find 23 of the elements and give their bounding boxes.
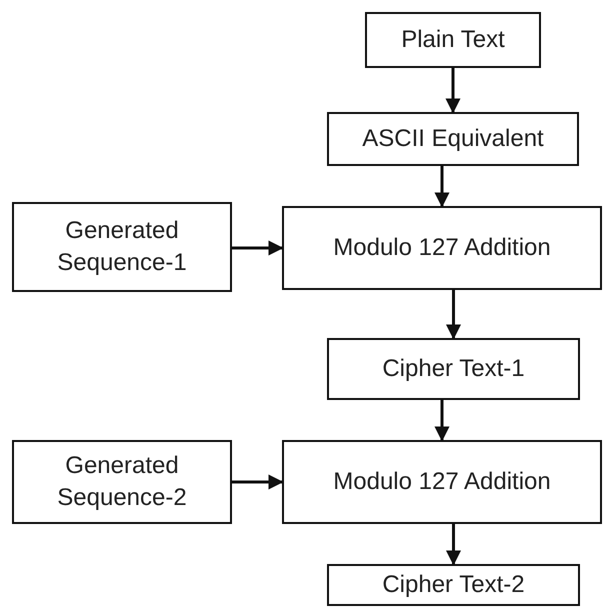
arrow [232, 474, 284, 490]
box-label: Modulo 127 Addition [333, 466, 551, 497]
process-box [12, 440, 232, 524]
process-box [327, 338, 580, 400]
box-label: Cipher Text-1 [382, 354, 525, 384]
process-box [327, 112, 579, 166]
box-label: Generated Sequence-1 [56, 216, 188, 278]
process-box [365, 12, 541, 68]
process-box [327, 564, 580, 606]
arrow [446, 68, 460, 114]
arrow [434, 400, 450, 442]
arrow [232, 240, 284, 256]
box-label: Cipher Text-2 [382, 570, 525, 600]
box-label: ASCII Equivalent [362, 124, 544, 154]
box-label: Modulo 127 Addition [333, 232, 551, 263]
arrow [446, 290, 461, 340]
box-label: Plain Text [401, 24, 505, 55]
arrow [434, 166, 450, 208]
process-box [282, 440, 602, 524]
process-box [282, 206, 602, 290]
arrow [446, 524, 461, 566]
box-label: Generated Sequence-2 [56, 450, 188, 513]
process-box [12, 202, 232, 292]
